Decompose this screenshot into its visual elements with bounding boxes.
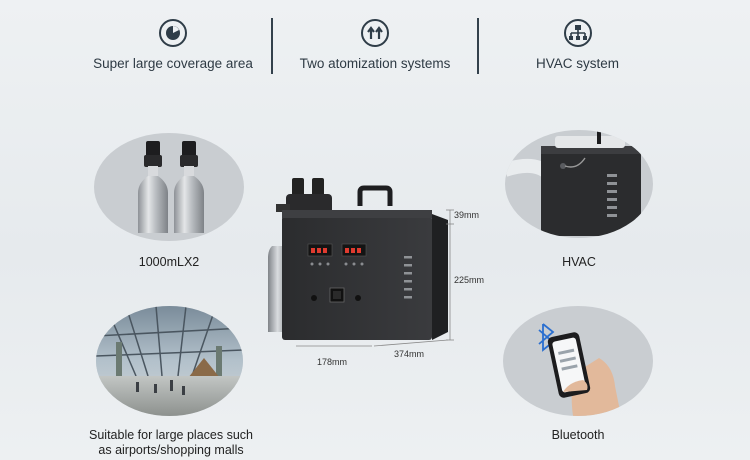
caption-bottles: 1000mLX2 (138, 255, 200, 269)
bluetooth-photo (503, 306, 653, 416)
airport-photo (96, 306, 243, 416)
coverage-gauge-icon (158, 18, 188, 48)
divider (271, 18, 273, 74)
feature-hvac: HVAC system (500, 18, 655, 71)
caption-bluetooth: Bluetooth (551, 428, 605, 442)
feature-label: HVAC system (535, 56, 619, 71)
dimension-top: 39mm (454, 210, 480, 220)
bottles-photo (94, 133, 244, 241)
bottle-left (138, 141, 168, 233)
caption-places-line2: as airports/shopping malls (98, 443, 244, 457)
feature-atomization: Two atomization systems (290, 18, 460, 71)
bottle-right (174, 141, 204, 233)
caption-places-line1: Suitable for large places such (89, 428, 253, 442)
dimension-height: 225mm (454, 275, 485, 285)
double-arrow-up-icon (360, 18, 390, 48)
caption-hvac: HVAC (562, 255, 596, 269)
feature-coverage: Super large coverage area (88, 18, 258, 71)
dimension-width: 178mm (317, 357, 348, 367)
divider (477, 18, 479, 74)
hvac-photo (505, 130, 653, 238)
caption-places: Suitable for large places such as airpor… (76, 428, 266, 458)
diffuser-machine (262, 172, 462, 352)
feature-label: Two atomization systems (299, 56, 451, 71)
dimension-depth: 374mm (394, 349, 425, 359)
hvac-network-icon (563, 18, 593, 48)
feature-label: Super large coverage area (93, 56, 253, 71)
